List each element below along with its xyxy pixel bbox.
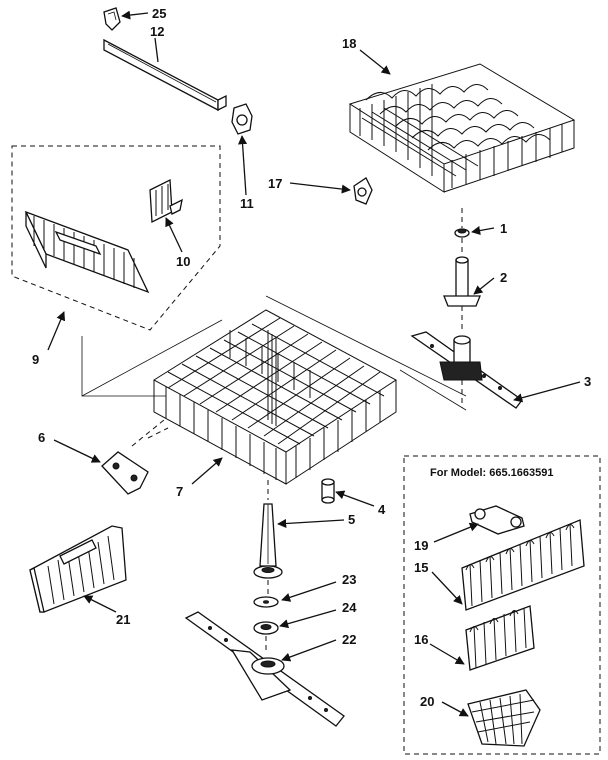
rack-rail-12 xyxy=(103,38,227,112)
callout-5: 5 xyxy=(348,512,355,527)
callout-18: 18 xyxy=(342,36,356,51)
callout-2: 2 xyxy=(500,270,507,285)
nut-24 xyxy=(253,621,279,635)
lower-rack-7 xyxy=(153,309,397,485)
callout-4: 4 xyxy=(378,502,386,517)
callout-19: 19 xyxy=(414,538,428,553)
basket-clip-10 xyxy=(149,178,183,224)
model-box: For Model: 665.1663591 xyxy=(430,467,585,747)
rail-stop-clip-25 xyxy=(103,7,121,31)
tine-row-15 xyxy=(461,519,585,611)
rail-clip-19 xyxy=(469,505,525,535)
callout-21: 21 xyxy=(116,612,130,627)
callout-15: 15 xyxy=(414,560,428,575)
feed-tube-2 xyxy=(443,256,481,307)
callout-1: 1 xyxy=(500,221,507,236)
callout-10: 10 xyxy=(176,254,190,269)
callout-3: 3 xyxy=(584,374,591,389)
clip-17 xyxy=(353,177,373,205)
washer-23 xyxy=(253,596,279,608)
upper-spray-arm-3 xyxy=(410,331,523,409)
callout-23: 23 xyxy=(342,572,356,587)
callout-9: 9 xyxy=(32,352,39,367)
callout-25: 25 xyxy=(152,6,166,21)
rack-clip-6 xyxy=(101,451,149,495)
cutlery-cup-20 xyxy=(467,689,541,747)
nut-1 xyxy=(454,228,470,238)
callout-6: 6 xyxy=(38,430,45,445)
callout-11: 11 xyxy=(240,196,254,211)
spray-tower-5 xyxy=(253,503,283,579)
model-box-title: For Model: 665.1663591 xyxy=(430,467,554,479)
callout-20: 20 xyxy=(420,694,434,709)
tine-row-16 xyxy=(465,605,535,671)
cutlery-basket-21 xyxy=(29,525,127,613)
callout-16: 16 xyxy=(414,632,428,647)
leader-lines xyxy=(47,10,581,717)
callout-22: 22 xyxy=(342,632,356,647)
callout-24: 24 xyxy=(342,600,357,615)
callout-labels: 25 12 11 18 17 1 2 3 10 9 6 7 4 5 23 24 … xyxy=(32,6,591,709)
callout-12: 12 xyxy=(150,24,164,39)
lower-spray-arm-22 xyxy=(184,611,345,727)
rack-roller-11 xyxy=(231,103,253,135)
callout-17: 17 xyxy=(268,176,282,191)
upper-rack-18 xyxy=(348,63,576,193)
callout-7: 7 xyxy=(176,484,183,499)
silverware-basket-9 xyxy=(24,210,150,294)
bushing-4 xyxy=(321,478,335,504)
